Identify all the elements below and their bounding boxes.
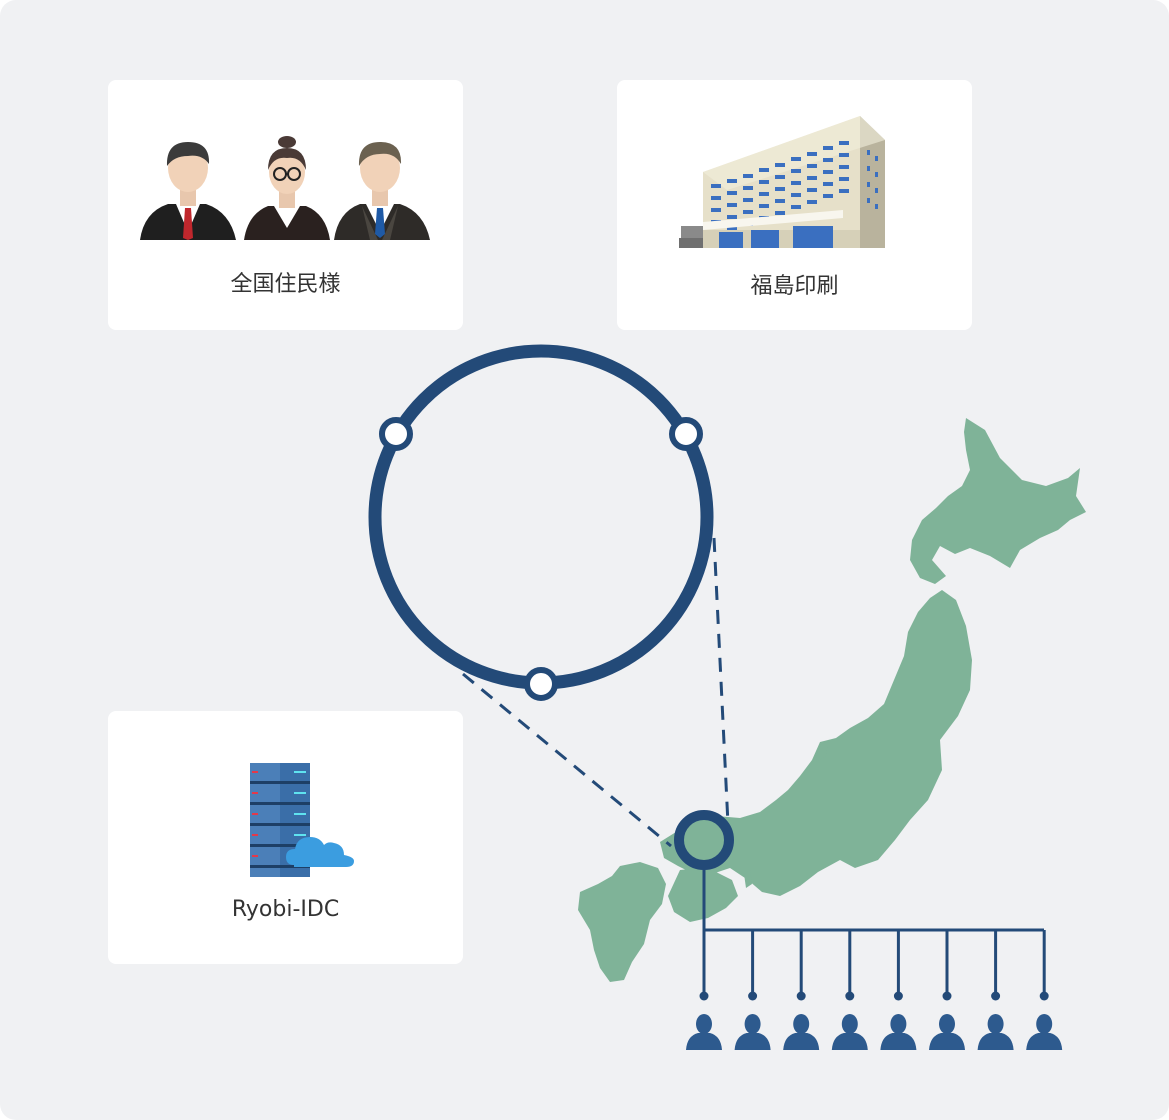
japan-map — [578, 418, 1086, 982]
drop-endpoint — [991, 991, 1001, 1001]
user-icon — [783, 1014, 820, 1050]
drop-endpoint — [1039, 991, 1049, 1001]
printing-label: 福島印刷 — [750, 274, 839, 299]
distribution-tree — [702, 866, 1046, 994]
residents-card: 全国住民様 — [108, 80, 463, 330]
drop-endpoint — [845, 991, 855, 1001]
office-building-icon — [679, 116, 885, 248]
kyushu-island — [578, 862, 666, 982]
network-ring — [368, 344, 714, 690]
user-icon — [686, 1014, 722, 1050]
ring-node-datacenter — [524, 667, 558, 701]
hokkaido-island — [910, 418, 1086, 584]
datacenter-label: Ryobi-IDC — [231, 897, 340, 922]
end-users — [686, 991, 1063, 1050]
user-icon — [977, 1014, 1014, 1050]
server-cloud-icon — [250, 763, 354, 877]
sado-island — [816, 744, 828, 762]
ring-node-printing — [669, 417, 703, 451]
ring-node-residents — [379, 417, 413, 451]
user-icon — [880, 1014, 917, 1050]
user-icon — [929, 1014, 965, 1050]
printing-card: 福島印刷 — [617, 80, 972, 330]
connector-right-dashed — [712, 537, 730, 825]
residents-label: 全国住民様 — [230, 272, 341, 297]
honshu-island — [660, 590, 972, 896]
drop-endpoint — [699, 991, 709, 1001]
datacenter-card: Ryobi-IDC — [108, 711, 463, 964]
user-icon — [831, 1014, 868, 1050]
user-icon — [734, 1014, 771, 1050]
drop-endpoint — [748, 991, 758, 1001]
awaji-island — [744, 870, 752, 888]
drop-endpoint — [796, 991, 806, 1001]
user-icon — [1026, 1014, 1063, 1050]
drop-endpoint — [942, 991, 952, 1001]
drop-endpoint — [893, 991, 903, 1001]
business-people-icon — [140, 136, 430, 240]
connector-left-dashed — [462, 672, 672, 848]
location-marker — [674, 810, 734, 870]
